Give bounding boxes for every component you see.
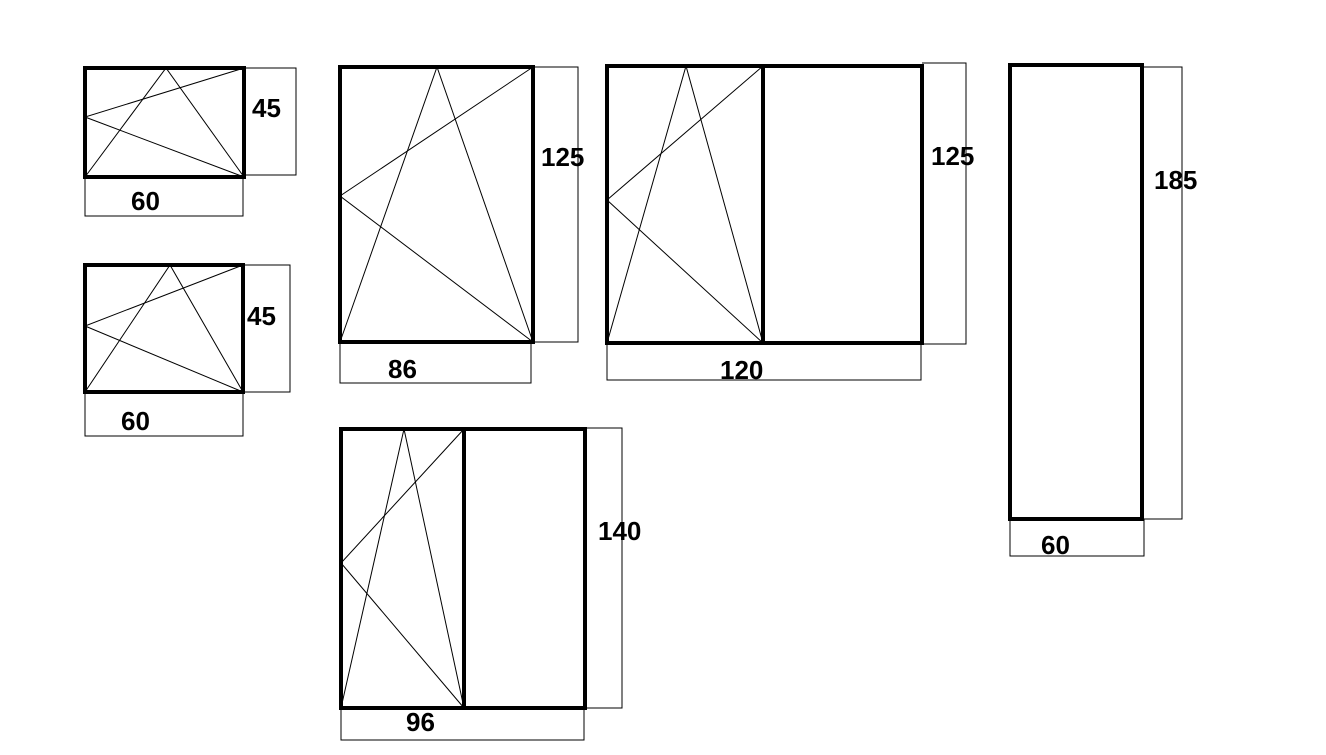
window-6-width-dim-line	[340, 708, 585, 741]
window-4: 125 120	[605, 62, 974, 385]
window-1-turn-lines	[83, 67, 245, 178]
window-3-turn-lines	[339, 66, 534, 343]
window-3-width-label: 86	[388, 354, 417, 384]
window-5: 185 60	[1008, 63, 1197, 560]
window-5-width-dim-line	[1009, 519, 1145, 557]
window-2-width-dim-line	[84, 392, 244, 437]
window-5-height-dim-line	[1142, 66, 1183, 520]
window-6-width-label: 96	[406, 707, 435, 737]
window-2-height-label: 45	[247, 301, 276, 331]
window-6: 140 96	[339, 427, 641, 741]
window-4-width-label: 120	[720, 355, 763, 385]
window-1: 45 60	[83, 66, 297, 217]
window-2-width-label: 60	[121, 406, 150, 436]
window-3: 125 86	[338, 65, 584, 384]
window-6-height-dim-line	[585, 427, 623, 709]
window-1-height-label: 45	[252, 93, 281, 123]
window-2-turn-lines	[83, 264, 244, 393]
window-3-tilt-lines	[339, 65, 534, 343]
window-4-width-dim-line	[606, 343, 922, 381]
window-5-frame	[1008, 63, 1144, 521]
window-1-tilt-lines	[84, 67, 245, 178]
window-3-height-dim-line	[533, 66, 579, 343]
window-3-height-label: 125	[541, 142, 584, 172]
window-3-width-dim-line	[339, 342, 532, 384]
window-1-height-dim-line	[244, 67, 297, 176]
window-2-tilt-lines	[84, 264, 244, 393]
window-1-width-label: 60	[131, 186, 160, 216]
window-2-height-dim-line	[243, 264, 291, 393]
window-4-tilt-lines	[606, 64, 764, 344]
window-2: 45 60	[83, 263, 291, 437]
window-1-frame	[83, 66, 246, 179]
window-4-turn-lines	[606, 65, 764, 344]
window-6-tilt-lines	[340, 428, 465, 709]
window-3-frame	[338, 65, 535, 344]
window-4-height-dim-line	[922, 62, 967, 345]
window-1-width-dim-line	[84, 177, 244, 217]
window-5-height-label: 185	[1154, 165, 1197, 195]
window-2-frame	[83, 263, 245, 394]
window-5-width-label: 60	[1041, 530, 1070, 560]
window-6-turn-lines	[340, 428, 465, 709]
window-4-height-label: 125	[931, 141, 974, 171]
window-6-height-label: 140	[598, 516, 641, 546]
